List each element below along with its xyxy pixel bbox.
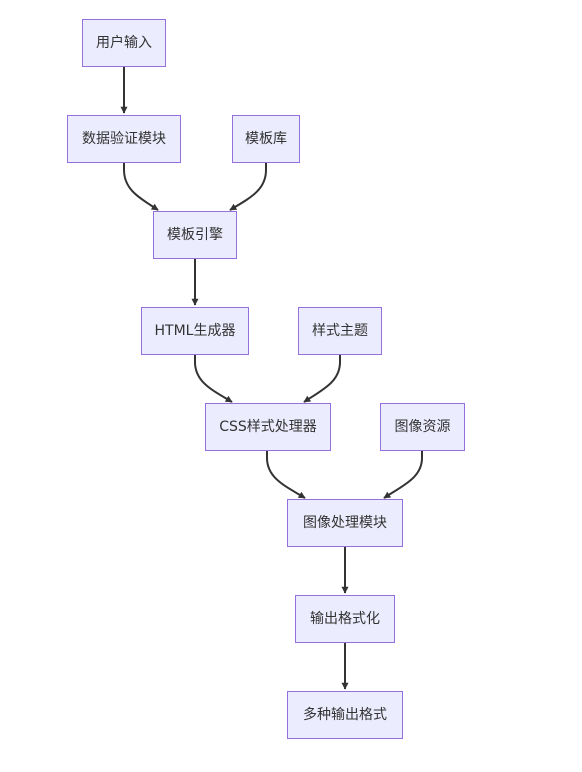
edge-image-resources-to-image-processing [383, 450, 423, 499]
node-data-validation: 数据验证模块 [67, 115, 181, 163]
node-multi-format-output: 多种输出格式 [287, 691, 403, 739]
edge-data-validation-to-template-engine [123, 162, 159, 211]
node-output-formatting: 输出格式化 [295, 595, 395, 643]
edge-css-processor-to-image-processing [266, 450, 306, 499]
edge-html-generator-to-css-processor [194, 354, 233, 403]
node-image-resources: 图像资源 [380, 403, 465, 451]
edge-template-library-to-template-engine [229, 162, 267, 211]
node-template-engine: 模板引擎 [153, 211, 237, 259]
node-style-theme: 样式主题 [298, 307, 382, 355]
edge-style-theme-to-css-processor [303, 354, 341, 403]
node-template-library: 模板库 [232, 115, 300, 163]
node-html-generator: HTML生成器 [141, 307, 249, 355]
node-css-processor: CSS样式处理器 [205, 403, 331, 451]
node-image-processing: 图像处理模块 [287, 499, 403, 547]
node-user-input: 用户输入 [82, 19, 166, 67]
